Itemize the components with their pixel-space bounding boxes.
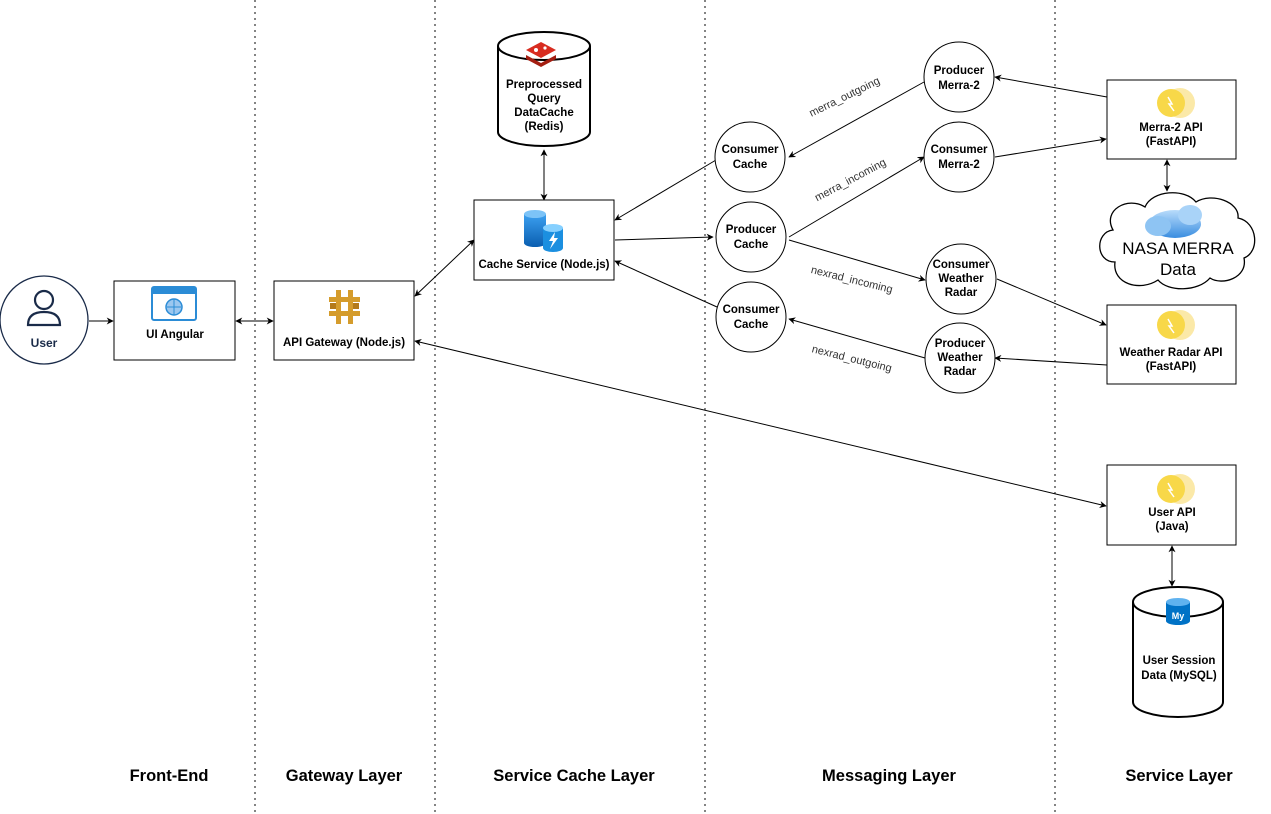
mysql-icon: My [1166, 598, 1190, 625]
consumer-radar-node[interactable]: Consumer Weather Radar [925, 243, 997, 315]
user-api-label-1: User API [1148, 507, 1196, 519]
consumer-radar-label-2: Weather [938, 273, 984, 285]
cache-service-node[interactable]: Cache Service (Node.js) [473, 199, 615, 281]
consumer-cache-top-node[interactable]: Consumer Cache [714, 121, 786, 193]
producer-cache-node[interactable]: Producer Cache [715, 201, 787, 273]
layer-dividers [254, 0, 1056, 814]
layer-label-gateway: Gateway Layer [286, 767, 403, 785]
edge-labels: merra_outgoing merra_incoming nexrad_inc… [807, 75, 893, 375]
mysql-label-1: User Session [1143, 655, 1216, 667]
user-node[interactable]: User [0, 275, 89, 365]
redis-label-3: DataCache [514, 107, 573, 119]
redis-label-4: (Redis) [525, 121, 564, 133]
user-icon [26, 289, 62, 327]
consumer-radar-label-3: Radar [945, 287, 978, 299]
connectors [89, 74, 1176, 587]
edge-producer-cache-to-consumer-merra [788, 156, 925, 238]
nasa-cloud-label-1: NASA MERRA [1122, 239, 1234, 258]
edge-consumer-cache2-to-cache [614, 260, 718, 308]
edge-radar-api-to-producer-radar [994, 354, 1108, 366]
api-gateway-icon [329, 290, 360, 324]
browser-icon [151, 286, 197, 321]
consumer-merra2-label-2: Merra-2 [938, 159, 980, 171]
producer-radar-label-2: Weather [937, 352, 983, 364]
consumer-radar-label-1: Consumer [933, 259, 990, 271]
consumer-cache-top-label-2: Cache [733, 159, 768, 171]
edge-consumer-merra-to-merra-api [994, 136, 1107, 158]
edge-cache-to-producer-cache [614, 233, 714, 241]
producer-radar-node[interactable]: Producer Weather Radar [924, 322, 996, 394]
label-merra-incoming: merra_incoming [813, 157, 888, 205]
consumer-merra2-node[interactable]: Consumer Merra-2 [923, 121, 995, 193]
layer-label-front-end: Front-End [130, 767, 209, 785]
cache-service-label: Cache Service (Node.js) [478, 259, 609, 271]
nasa-cloud-node[interactable]: NASA MERRA Data [1099, 192, 1256, 290]
layer-labels: Front-End Gateway Layer Service Cache La… [130, 767, 1234, 785]
edge-consumer-radar-to-radar-api [996, 278, 1107, 326]
edge-gateway-user-api [414, 339, 1107, 508]
nasa-cloud-label-2: Data [1160, 260, 1196, 279]
cloud-icon [1145, 205, 1202, 238]
merra-api-label-2: (FastAPI) [1146, 136, 1197, 148]
layer-label-service: Service Layer [1125, 767, 1233, 785]
azure-cache-icon [524, 210, 563, 252]
edge-merra-api-to-producer-merra [994, 74, 1108, 98]
edge-consumer-cache-to-cache [614, 159, 717, 221]
layer-label-service-cache: Service Cache Layer [493, 767, 655, 785]
mysql-label-2: Data (MySQL) [1141, 670, 1217, 682]
redis-db-node[interactable]: Preprocessed Query DataCache (Redis) [497, 31, 591, 147]
label-merra-outgoing: merra_outgoing [807, 75, 882, 120]
ui-angular-label: UI Angular [146, 329, 204, 341]
fastapi-icon [1157, 310, 1195, 340]
edge-producer-merra-to-consumer-cache [788, 81, 925, 158]
producer-merra2-label-2: Merra-2 [938, 80, 980, 92]
redis-label-1: Preprocessed [506, 79, 582, 91]
producer-cache-label-2: Cache [734, 239, 769, 251]
consumer-cache-bottom-label-1: Consumer [723, 304, 780, 316]
consumer-cache-bottom-node[interactable]: Consumer Cache [715, 281, 787, 353]
merra-api-label-1: Merra-2 API [1139, 122, 1203, 134]
producer-cache-label-1: Producer [726, 224, 777, 236]
producer-radar-label-1: Producer [935, 338, 986, 350]
edge-producer-radar-to-consumer-cache [788, 317, 926, 359]
api-gateway-label: API Gateway (Node.js) [283, 337, 405, 349]
radar-api-label-1: Weather Radar API [1120, 347, 1223, 359]
api-gateway-node[interactable]: API Gateway (Node.js) [273, 280, 415, 361]
label-nexrad-outgoing: nexrad_outgoing [811, 343, 893, 374]
edge-gateway-cache [414, 239, 475, 297]
edge-producer-cache-to-consumer-radar [788, 239, 926, 282]
producer-merra2-label-1: Producer [934, 65, 985, 77]
producer-radar-label-3: Radar [944, 366, 977, 378]
ui-angular-node[interactable]: UI Angular [113, 280, 236, 361]
label-nexrad-incoming: nexrad_incoming [810, 264, 894, 296]
fastapi-icon [1157, 88, 1195, 118]
layer-label-messaging: Messaging Layer [822, 767, 956, 785]
user-label: User [31, 336, 58, 350]
redis-icon [526, 42, 556, 67]
svg-text:My: My [1172, 611, 1185, 621]
radar-api-label-2: (FastAPI) [1146, 361, 1197, 373]
redis-label-2: Query [527, 93, 561, 105]
consumer-cache-bottom-label-2: Cache [734, 319, 769, 331]
mysql-db-node[interactable]: My User Session Data (MySQL) [1132, 586, 1224, 718]
fastapi-icon [1157, 474, 1195, 504]
user-api-node[interactable]: User API (Java) [1106, 464, 1237, 546]
radar-api-node[interactable]: Weather Radar API (FastAPI) [1106, 304, 1237, 385]
merra-api-node[interactable]: Merra-2 API (FastAPI) [1106, 79, 1237, 160]
consumer-merra2-label-1: Consumer [931, 144, 988, 156]
consumer-cache-top-label-1: Consumer [722, 144, 779, 156]
producer-merra2-node[interactable]: Producer Merra-2 [923, 41, 995, 113]
user-api-label-2: (Java) [1155, 521, 1188, 533]
